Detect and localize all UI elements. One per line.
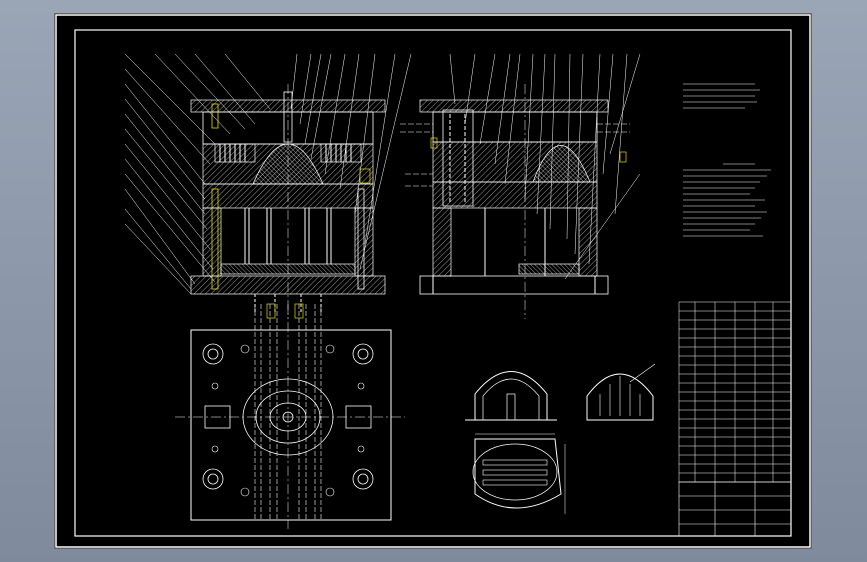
screw-holes xyxy=(211,344,365,497)
technical-notes xyxy=(683,83,771,237)
mold-assembly-drawing xyxy=(55,14,811,548)
guide-bushing-holes xyxy=(202,343,374,490)
plan-top-fittings xyxy=(266,303,304,319)
side-section-view xyxy=(400,53,641,319)
part-detail-views xyxy=(465,363,656,514)
leader-lines-right xyxy=(290,53,412,270)
leader-lines-left xyxy=(124,53,271,295)
sheet-border xyxy=(55,14,811,548)
parts-list xyxy=(678,301,792,483)
bottom-plan-view xyxy=(175,303,405,529)
side-leaders xyxy=(449,53,641,280)
cooling-channels-plan xyxy=(254,304,322,520)
main-section-view xyxy=(124,53,412,319)
cad-drawing-viewport[interactable] xyxy=(55,14,811,548)
ejector-pins xyxy=(244,208,332,264)
central-cavity-plan xyxy=(204,378,372,456)
cooling-channels xyxy=(400,123,630,187)
title-block xyxy=(678,481,792,537)
cavity-ribs-left xyxy=(214,143,256,163)
